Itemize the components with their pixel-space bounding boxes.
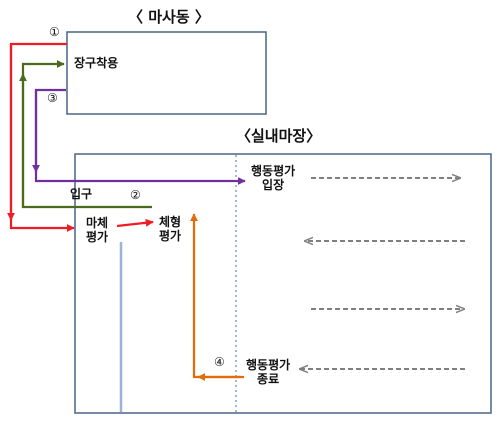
- indoor-arena-box: [74, 153, 492, 414]
- step-2-marker: ②: [130, 188, 141, 202]
- rider-body-evaluation-line1: 체형: [159, 215, 182, 229]
- horse-body-evaluation-label: 마체 평가: [86, 216, 109, 245]
- red-flow-arrow: [9, 42, 75, 232]
- rider-body-evaluation-line2: 평가: [159, 228, 182, 243]
- horse-body-evaluation-line1: 마체: [86, 216, 109, 230]
- rider-body-evaluation-label: 체형 평가: [159, 215, 182, 244]
- behavior-evaluation-end-line2: 종료: [257, 371, 280, 386]
- step-1-marker: ①: [49, 25, 60, 39]
- red-to-rider-eval-arrow: [116, 218, 154, 228]
- tack-up-label: 장구착용: [74, 56, 119, 70]
- behavior-evaluation-entry-label: 행동평가 입장: [251, 164, 296, 193]
- horse-body-evaluation-line2: 평가: [86, 229, 109, 244]
- entrance-label: 입구: [70, 187, 93, 201]
- behavior-evaluation-entry-line2: 입장: [262, 177, 285, 192]
- stable-box: [66, 31, 267, 115]
- behavior-evaluation-end-label: 행동평가 종료: [246, 358, 291, 387]
- behavior-evaluation-entry-line1: 행동평가: [251, 164, 296, 178]
- step-4-marker: ④: [214, 355, 225, 369]
- step-3-marker: ③: [47, 91, 58, 105]
- indoor-arena-title: 〈실내마장〉: [236, 127, 322, 145]
- stable-title: 〈 마사동 〉: [128, 8, 210, 26]
- behavior-evaluation-end-line1: 행동평가: [246, 358, 291, 372]
- green-flow-arrow: [21, 60, 152, 209]
